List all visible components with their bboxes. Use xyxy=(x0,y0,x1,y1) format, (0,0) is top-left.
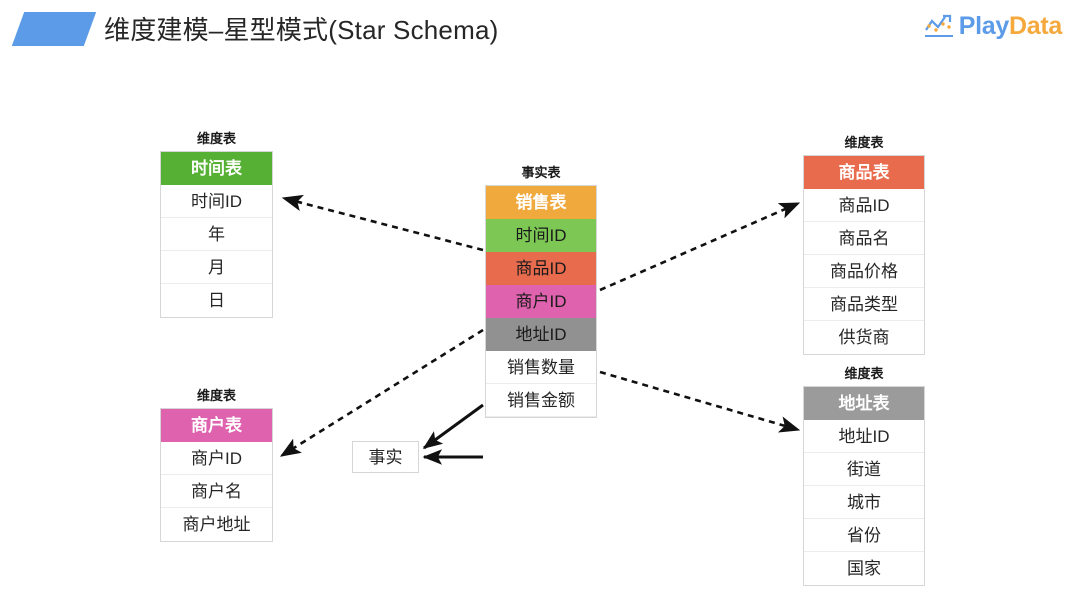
table-row[interactable]: 商品ID xyxy=(804,189,924,222)
dimension-table-caption-merchant: 维度表 xyxy=(196,388,236,403)
table-row[interactable]: 商品名 xyxy=(804,222,924,255)
table-row[interactable]: 商户名 xyxy=(161,475,272,508)
connector-fact-商户ID-to-merchant-商户ID xyxy=(279,328,484,458)
table-row[interactable]: 商品类型 xyxy=(804,288,924,321)
table-row[interactable]: 国家 xyxy=(804,552,924,585)
table-row[interactable]: 省份 xyxy=(804,519,924,552)
table-row[interactable]: 时间ID xyxy=(161,185,272,218)
table-row[interactable]: 商户ID xyxy=(161,442,272,475)
table-row[interactable]: 城市 xyxy=(804,486,924,519)
table-row[interactable]: 商户地址 xyxy=(161,508,272,541)
logo-text-data: Data xyxy=(1009,12,1062,40)
dimension-table-caption-time: 维度表 xyxy=(196,131,236,146)
table-row[interactable]: 商品价格 xyxy=(804,255,924,288)
table-row[interactable]: 地址ID xyxy=(804,420,924,453)
fact-table-row[interactable]: 商品ID xyxy=(486,252,596,285)
logo-text-play: Play xyxy=(958,12,1010,40)
table-row[interactable]: 日 xyxy=(161,284,272,317)
table-row[interactable]: 年 xyxy=(161,218,272,251)
fact-table-row[interactable]: 地址ID xyxy=(486,318,596,351)
table-row[interactable]: 月 xyxy=(161,251,272,284)
connector-fact-时间ID-to-time-时间ID xyxy=(281,194,484,252)
table-header-product: 商品表 xyxy=(804,156,924,189)
connector-fact-商品ID-to-product-商品ID xyxy=(599,201,801,292)
dimension-table-caption-address: 维度表 xyxy=(844,366,884,381)
table-row[interactable]: 供货商 xyxy=(804,321,924,354)
table-row[interactable]: 街道 xyxy=(804,453,924,486)
connector-fact-地址ID-to-address-地址ID xyxy=(599,370,801,433)
fact-table-header[interactable]: 销售表 xyxy=(486,186,596,219)
fact-table-row[interactable]: 商户ID xyxy=(486,285,596,318)
page-title: 维度建模–星型模式(Star Schema) xyxy=(104,15,499,45)
fact-table-row[interactable]: 销售数量 xyxy=(486,351,596,384)
fact-table-caption: 事实表 xyxy=(521,165,561,180)
connector-fact-销售数量-to-fact_box xyxy=(422,403,484,450)
logo-text: PlayData xyxy=(958,12,1063,41)
line-chart-icon xyxy=(924,13,954,41)
table-header-merchant: 商户表 xyxy=(161,409,272,442)
header-accent-parallelogram xyxy=(11,12,97,46)
fact-table-row[interactable]: 销售金额 xyxy=(486,384,596,417)
fact-box[interactable]: 事实 xyxy=(352,441,419,473)
playdata-logo: PlayData xyxy=(924,12,1062,41)
dimension-table-caption-product: 维度表 xyxy=(844,135,884,150)
table-header-time: 时间表 xyxy=(161,152,272,185)
table-header-address: 地址表 xyxy=(804,387,924,420)
fact-table-row[interactable]: 时间ID xyxy=(486,219,596,252)
fact-box-label: 事实 xyxy=(368,448,403,467)
